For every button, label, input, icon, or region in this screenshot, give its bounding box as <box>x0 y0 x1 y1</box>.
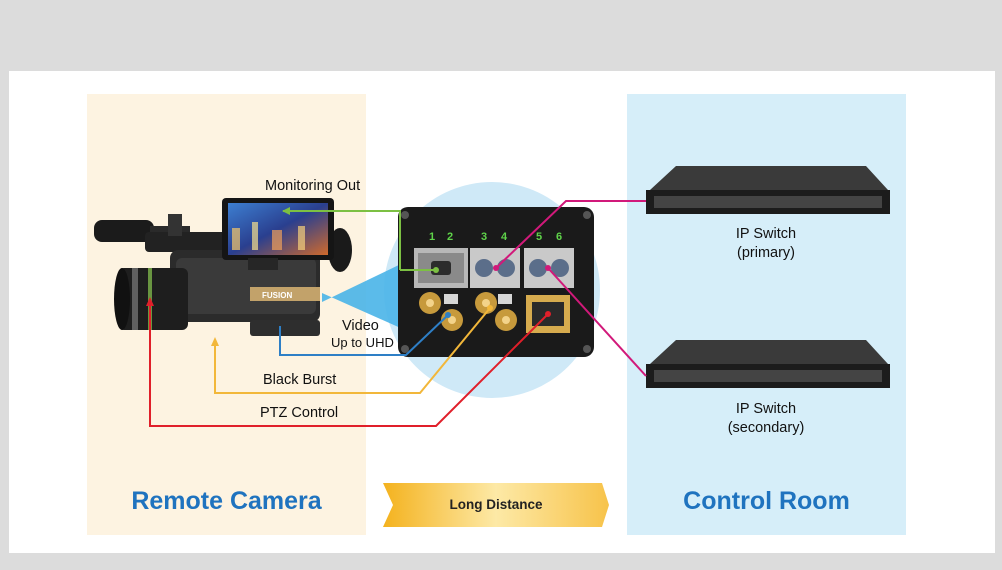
ip-switch-secondary <box>646 340 890 388</box>
monitoring-line <box>283 210 401 270</box>
black-burst-label: Black Burst <box>263 372 337 388</box>
switch-primary-label: IP Switch (primary) <box>681 225 851 263</box>
black-burst-line <box>214 307 491 394</box>
switch-secondary-name: IP Switch <box>735 401 797 417</box>
video-line <box>279 314 449 356</box>
svg-text:FUSION: FUSION <box>262 291 292 300</box>
fiber-converter <box>398 207 594 357</box>
port-number: 1 <box>429 231 435 243</box>
port-number: 3 <box>481 231 487 243</box>
long-distance-label: Long Distance <box>449 497 543 512</box>
microphone <box>94 220 154 242</box>
port-numbers: 1 2 3 4 5 6 <box>429 231 562 243</box>
video-label: Video <box>342 318 379 334</box>
switch-secondary-label: IP Switch (secondary) <box>681 400 851 438</box>
zoom-beam <box>322 262 405 330</box>
video-sublabel: Up to UHD <box>331 335 394 350</box>
port-number: 5 <box>536 231 542 243</box>
remote-camera-title: Remote Camera <box>131 487 322 515</box>
monitoring-arrow <box>282 207 290 215</box>
black-burst-arrow <box>211 337 219 346</box>
switch-secondary-role: (secondary) <box>727 420 805 436</box>
ptz-arrow <box>146 297 154 306</box>
ptz-control-label: PTZ Control <box>260 405 339 421</box>
port-number: 2 <box>447 231 453 243</box>
switch-primary-name: IP Switch <box>735 226 797 242</box>
port-number: 4 <box>501 231 508 243</box>
ptz-line <box>149 304 549 427</box>
long-distance-banner-shape <box>383 483 609 527</box>
monitoring-out-label: Monitoring Out <box>265 178 361 194</box>
control-room-title: Control Room <box>683 487 850 515</box>
camera-image: FUSION <box>94 198 352 336</box>
port-number: 6 <box>556 231 562 243</box>
ip-switch-primary <box>646 166 890 214</box>
ip-link-secondary <box>547 267 647 377</box>
ip-link-primary <box>495 200 646 269</box>
switch-primary-role: (primary) <box>737 245 795 261</box>
